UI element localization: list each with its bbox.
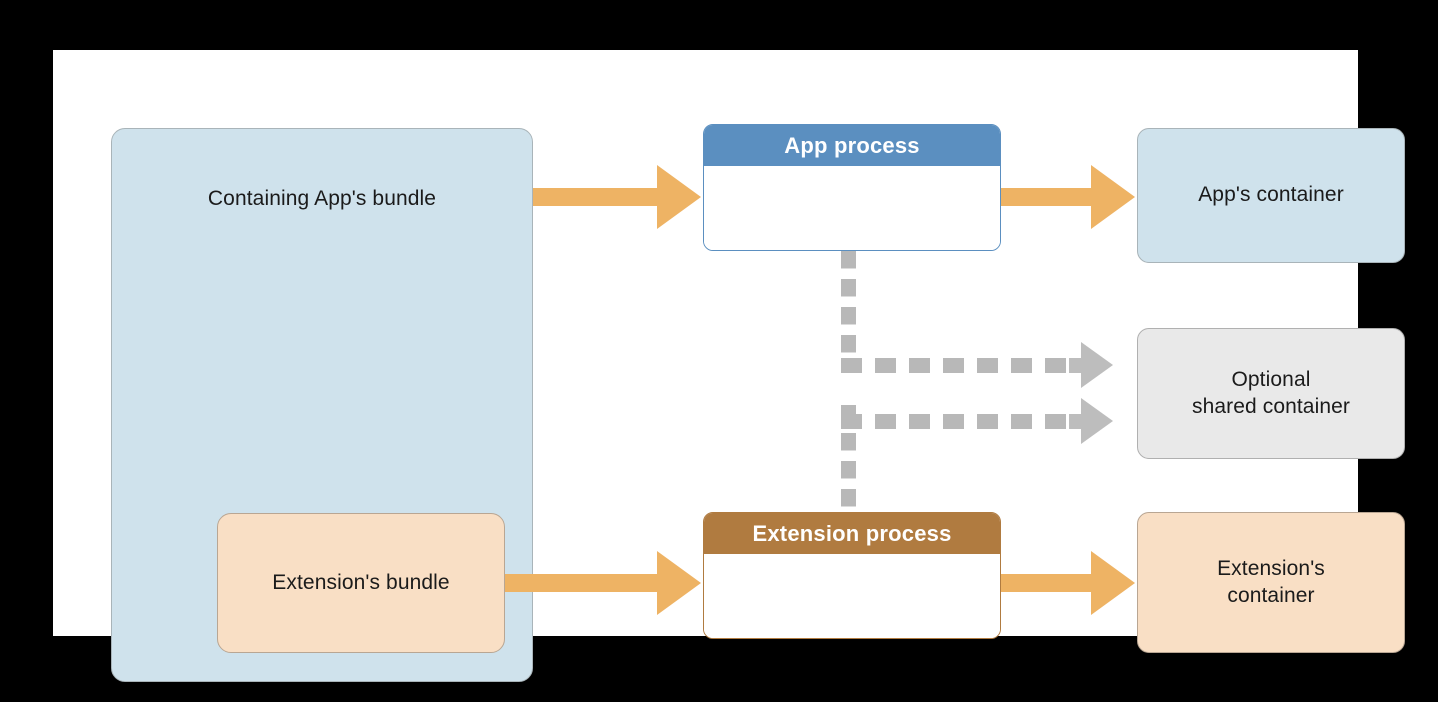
dashed-arrow-head-upper-icon <box>1081 342 1113 388</box>
optional-shared-container-label-line1: Optional <box>1231 367 1311 391</box>
extension-container-box: Extension's container <box>1137 512 1405 653</box>
extension-bundle-label: Extension's bundle <box>272 570 450 594</box>
app-container-box: App's container <box>1137 128 1405 263</box>
extension-container-label-line1: Extension's <box>1217 556 1325 580</box>
extension-process-box: Extension process <box>703 512 1001 639</box>
app-process-box: App process <box>703 124 1001 251</box>
extension-process-body <box>704 554 1000 638</box>
arrow-shaft <box>1001 188 1093 206</box>
extension-container-label-line2: container <box>1227 583 1315 607</box>
dashed-line-to-shared-container-lower <box>841 414 1081 429</box>
arrow-head-icon <box>657 551 701 615</box>
extension-process-label: Extension process <box>752 520 952 546</box>
dashed-line-extension-process-up <box>841 405 856 513</box>
optional-shared-container-box: Optional shared container <box>1137 328 1405 459</box>
arrow-shaft <box>1001 574 1093 592</box>
containing-app-bundle-label: Containing App's bundle <box>207 187 437 210</box>
arrow-app-bundle-to-app-process <box>533 165 701 229</box>
dashed-line-app-process-down <box>841 251 856 373</box>
arrow-shaft <box>505 574 659 592</box>
arrow-head-icon <box>1091 165 1135 229</box>
arrow-app-process-to-app-container <box>1001 165 1135 229</box>
diagram-panel: Containing App's bundle Extension's bund… <box>53 50 1405 682</box>
dashed-line-to-shared-container-upper <box>841 358 1081 373</box>
arrow-head-icon <box>1091 551 1135 615</box>
arrow-extension-bundle-to-extension-process <box>505 551 701 615</box>
app-process-header: App process <box>704 125 1000 166</box>
extension-bundle-box: Extension's bundle <box>217 513 505 653</box>
app-process-body <box>704 166 1000 250</box>
arrow-shaft <box>533 188 659 206</box>
arrow-head-icon <box>657 165 701 229</box>
dashed-arrow-stub-upper <box>1069 358 1083 373</box>
app-process-label: App process <box>784 132 920 158</box>
dashed-arrow-head-lower-icon <box>1081 398 1113 444</box>
arrow-extension-process-to-extension-container <box>1001 551 1135 615</box>
optional-shared-container-label-line2: shared container <box>1191 394 1351 418</box>
app-container-label: App's container <box>1198 183 1344 207</box>
extension-process-header: Extension process <box>704 513 1000 554</box>
dashed-arrow-stub-lower <box>1069 414 1083 429</box>
